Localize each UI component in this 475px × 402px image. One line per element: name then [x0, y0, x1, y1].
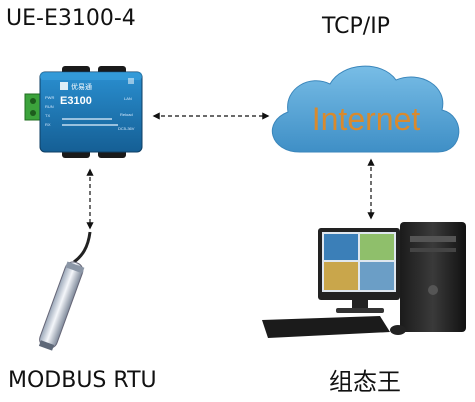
port-label: DC5-36V [118, 126, 135, 131]
brand-text: 优易通 [71, 82, 92, 91]
terminal-block [24, 93, 42, 121]
level-sensor-probe [38, 231, 92, 351]
port-label: Reload [120, 112, 133, 117]
port-label: LAN [124, 96, 132, 101]
serial-server-device: 优易通 E3100 PWR RUN TX RX LAN Reload DC5-3… [24, 66, 143, 158]
brand-logo-icon [60, 82, 68, 90]
computer-workstation [262, 222, 466, 338]
protocol-label: TCP/IP [322, 14, 390, 39]
keyboard [262, 316, 390, 338]
cloud-text: Internet [312, 101, 421, 137]
software-label: 组态王 [329, 368, 401, 396]
led-label: PWR [45, 95, 54, 100]
antenna-icon [128, 78, 134, 84]
power-button-icon [428, 285, 438, 295]
internet-cloud: Internet [271, 65, 460, 153]
led-label: TX [45, 113, 50, 118]
mouse [390, 325, 406, 335]
led-label: RX [45, 122, 51, 127]
led-label: RUN [45, 104, 54, 109]
sensor-protocol-label: MODBUS RTU [8, 368, 157, 393]
device-model-text: E3100 [60, 95, 92, 107]
device-model-label: UE-E3100-4 [6, 6, 136, 31]
